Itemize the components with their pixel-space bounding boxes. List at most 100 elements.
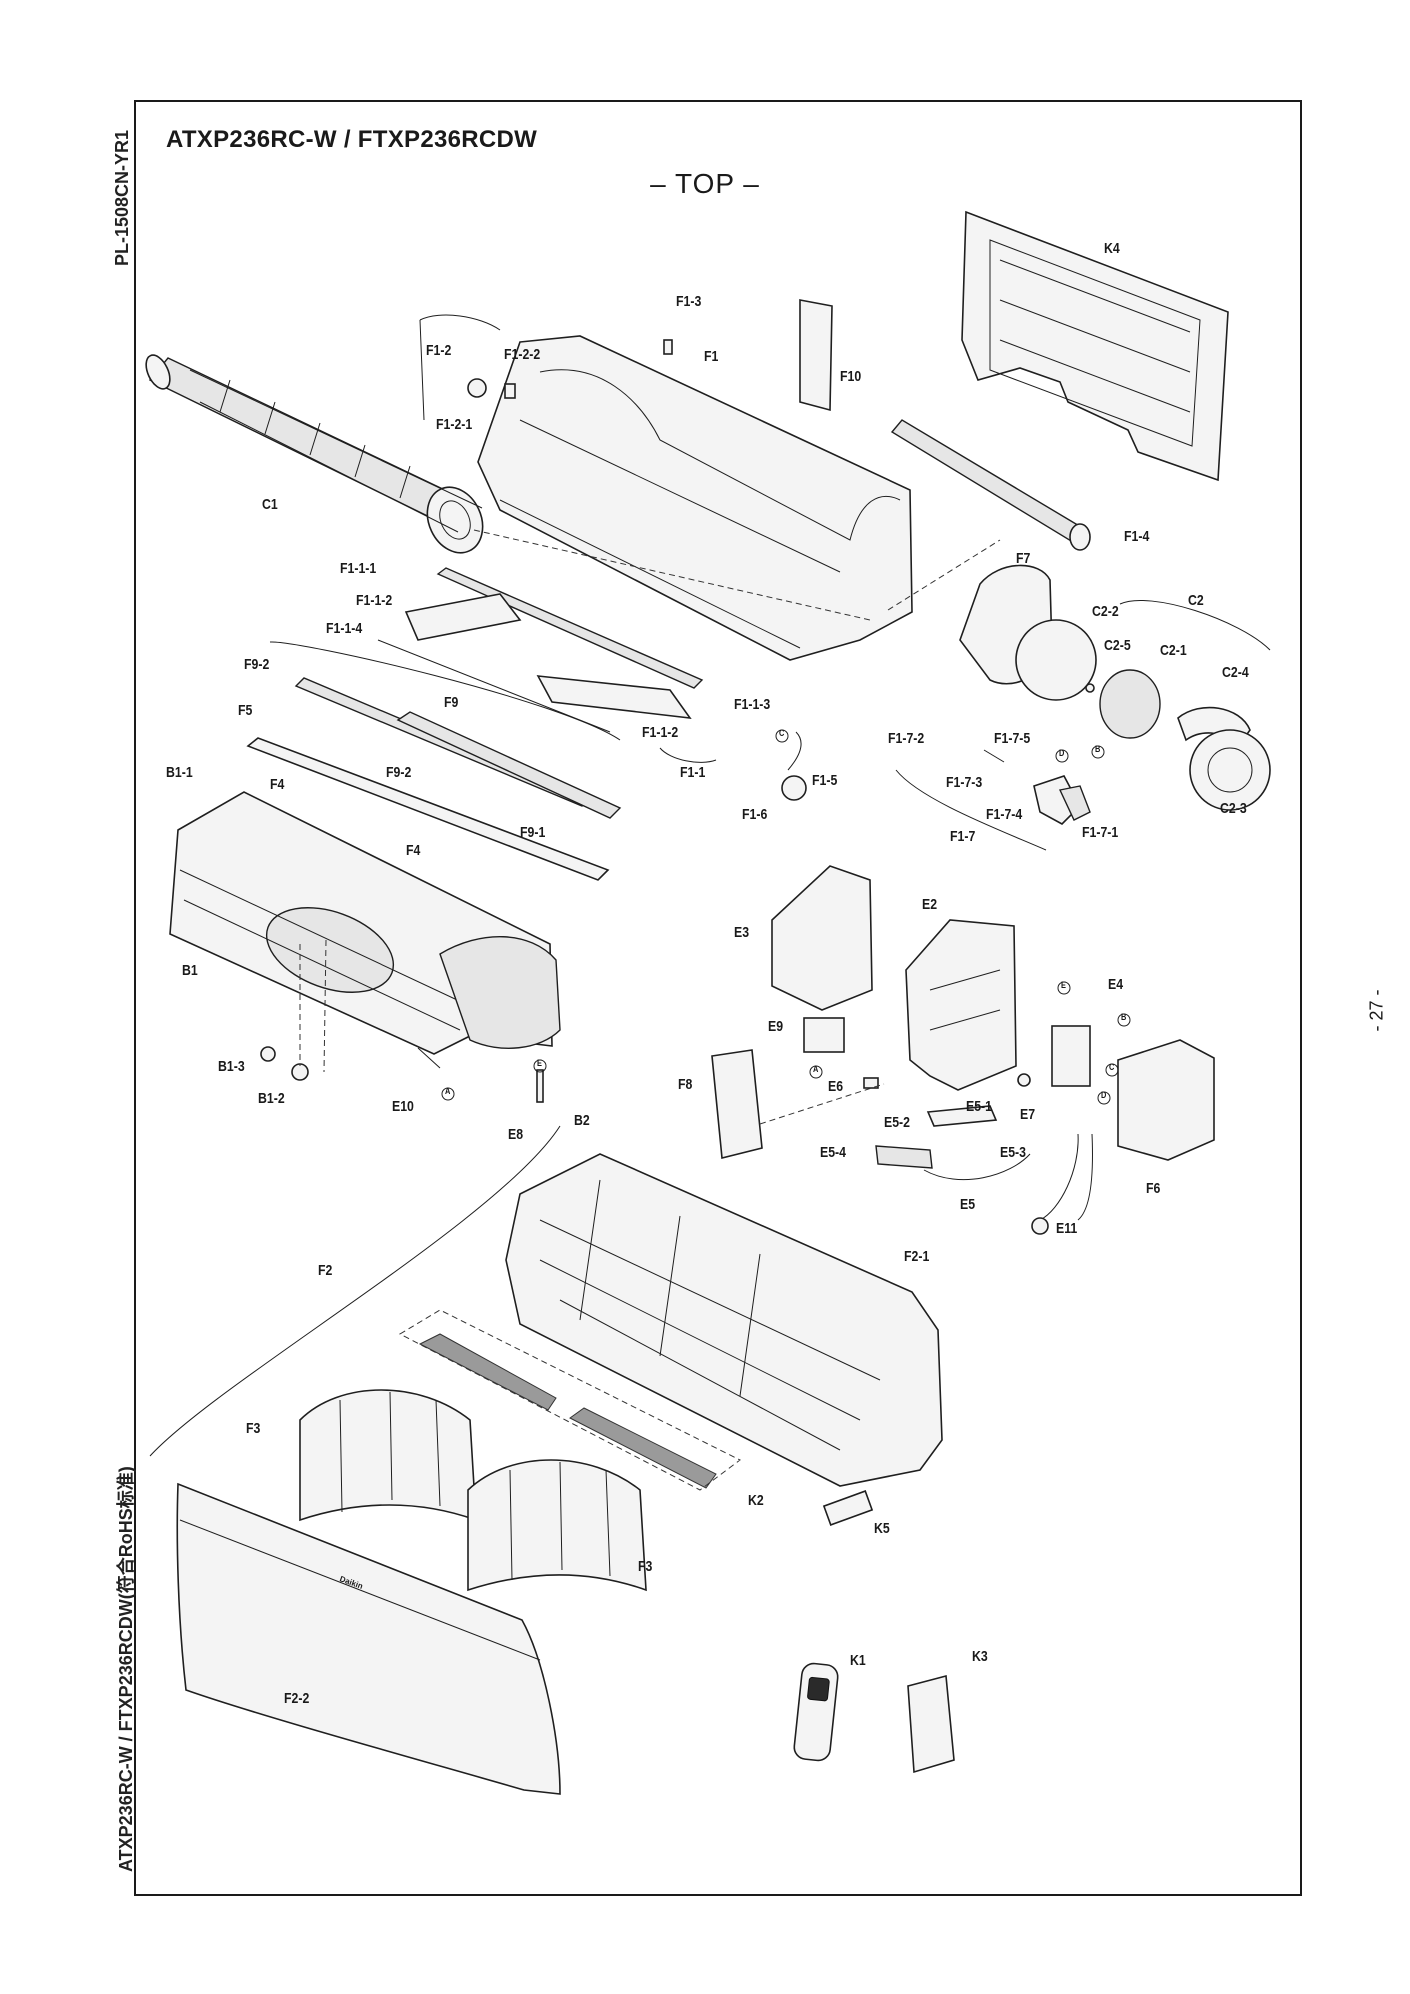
label-f9: F9 xyxy=(444,694,459,711)
label-f4-top: F4 xyxy=(270,776,285,793)
label-f1-7-5: F1-7-5 xyxy=(994,730,1031,747)
part-f1-3 xyxy=(663,339,673,355)
label-f2-2: F2-2 xyxy=(284,1690,310,1707)
label-f3-right: F3 xyxy=(638,1558,653,1575)
label-f1-7-4: F1-7-4 xyxy=(986,806,1023,823)
label-f1-7-3: F1-7-3 xyxy=(946,774,983,791)
pcb-e4 xyxy=(1051,1025,1091,1087)
tube-f1-4 xyxy=(890,419,1091,551)
label-f1-2: F1-2 xyxy=(426,342,452,359)
label-e3: E3 xyxy=(734,924,750,941)
filter-k2-right xyxy=(569,1407,717,1489)
label-f1: F1 xyxy=(704,348,719,365)
label-c2-5: C2-5 xyxy=(1104,637,1131,654)
stepping-motor-f1-7 xyxy=(983,749,1091,825)
front-grille-f2-1 xyxy=(505,1153,943,1487)
air-filter-f3-right xyxy=(467,1459,647,1592)
cover-f6 xyxy=(1117,1039,1215,1161)
bracket-f1-1 xyxy=(659,747,717,763)
mounting-plate-k4 xyxy=(961,210,1229,482)
marker-e-1: E xyxy=(537,1058,542,1068)
label-b1: B1 xyxy=(182,962,198,979)
part-e10 xyxy=(417,1047,441,1069)
dashed-guides-fan xyxy=(473,529,1001,621)
label-f1-2-1: F1-2-1 xyxy=(436,416,473,433)
marker-e-2: E xyxy=(1061,980,1066,990)
bracket-f9 xyxy=(269,641,621,741)
bracket-f1-2 xyxy=(419,314,501,421)
label-f1-1-2-top: F1-1-2 xyxy=(356,592,393,609)
label-f1-1-3: F1-1-3 xyxy=(734,696,771,713)
bracket-f2 xyxy=(149,1125,561,1457)
front-panel-f2-2 xyxy=(176,1482,561,1795)
label-e4: E4 xyxy=(1108,976,1124,993)
label-f1-7-1: F1-7-1 xyxy=(1082,824,1119,841)
louver-assembly-f1-1 xyxy=(377,567,704,733)
label-e6: E6 xyxy=(828,1078,844,1095)
dashed-guides-b1 xyxy=(299,939,327,1073)
label-b1-2: B1-2 xyxy=(258,1090,285,1107)
label-f5: F5 xyxy=(238,702,253,719)
marker-c-2: C xyxy=(1109,1062,1115,1072)
cover-f8 xyxy=(711,1049,763,1160)
fan-rotor-c1 xyxy=(145,354,484,554)
label-k4: K4 xyxy=(1104,240,1120,257)
label-e8: E8 xyxy=(508,1126,524,1143)
box-e3 xyxy=(771,865,873,1011)
stepping-motor-f1-5 xyxy=(781,731,807,801)
marker-c-1: C xyxy=(779,728,785,738)
label-f1-2-2: F1-2-2 xyxy=(504,346,541,363)
label-k3: K3 xyxy=(972,1648,988,1665)
label-f1-1-4: F1-1-4 xyxy=(326,620,363,637)
label-f7: F7 xyxy=(1016,550,1031,567)
label-e2: E2 xyxy=(922,896,938,913)
marker-a-2: A xyxy=(445,1086,451,1096)
part-e5-1 xyxy=(926,1105,998,1127)
label-f10: F10 xyxy=(840,368,862,385)
casing-f1 xyxy=(477,335,913,661)
label-f2-1: F2-1 xyxy=(904,1248,930,1265)
marker-b-2: B xyxy=(1121,1012,1127,1022)
bracket-c2 xyxy=(1119,600,1271,651)
manual-k3 xyxy=(907,1674,955,1774)
label-f6: F6 xyxy=(1146,1180,1161,1197)
diagram-border xyxy=(134,100,1302,1896)
label-f9-1: F9-1 xyxy=(520,824,546,841)
model-title: ATXP236RC-W / FTXP236RCDW xyxy=(166,126,538,153)
label-f1-1: F1-1 xyxy=(680,764,706,781)
label-k2: K2 xyxy=(748,1492,764,1509)
part-e8 xyxy=(536,1069,544,1103)
label-e5-4: E5-4 xyxy=(820,1144,846,1161)
marker-circles xyxy=(441,729,1131,1105)
marker-a-1: A xyxy=(813,1064,819,1074)
part-f1-2-2 xyxy=(504,383,516,399)
label-f8: F8 xyxy=(678,1076,693,1093)
label-e5-2: E5-2 xyxy=(884,1114,910,1131)
label-c2-1: C2-1 xyxy=(1160,642,1187,659)
marker-d-2: D xyxy=(1101,1090,1107,1100)
label-e7: E7 xyxy=(1020,1106,1036,1123)
part-e7 xyxy=(1017,1073,1031,1087)
part-e6 xyxy=(863,1077,879,1089)
bracket-e5 xyxy=(923,1153,1031,1181)
sensor-e11-head xyxy=(1031,1217,1049,1235)
label-f4-bottom: F4 xyxy=(406,842,421,859)
control-box-e2 xyxy=(905,919,1017,1091)
label-c2-4: C2-4 xyxy=(1222,664,1249,681)
label-c2: C2 xyxy=(1188,592,1204,609)
label-e10: E10 xyxy=(392,1098,414,1115)
front-frame-b1 xyxy=(169,791,561,1055)
label-b1-3: B1-3 xyxy=(218,1058,245,1075)
label-e5: E5 xyxy=(960,1196,976,1213)
label-f1-7: F1-7 xyxy=(950,828,976,845)
part-e5-4 xyxy=(875,1145,933,1169)
sensor-e11 xyxy=(1039,1133,1093,1221)
air-filter-f3-left xyxy=(299,1389,477,1522)
part-f1-2-1 xyxy=(467,378,487,398)
label-k5: K5 xyxy=(874,1520,890,1537)
remote-control-k1 xyxy=(793,1662,839,1762)
label-e5-1: E5-1 xyxy=(966,1098,992,1115)
label-f1-7-2: F1-7-2 xyxy=(888,730,925,747)
filter-group-outline xyxy=(398,1309,741,1491)
part-b1-2 xyxy=(291,1063,309,1081)
